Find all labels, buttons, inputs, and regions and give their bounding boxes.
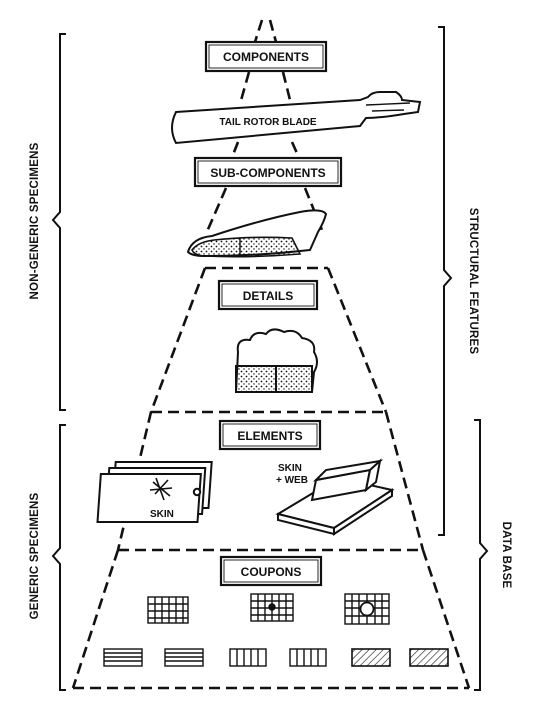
tail-rotor-blade-illustration: TAIL ROTOR BLADE — [171, 91, 422, 145]
level-elements: ELEMENTS — [218, 419, 322, 451]
skin-web-label-line2: + WEB — [276, 475, 308, 486]
generic-specimens-label: GENERIC SPECIMENS — [29, 493, 41, 620]
coupon-hatched-1 — [351, 648, 391, 667]
generic-brace — [51, 424, 66, 691]
level-elements-label: ELEMENTS — [237, 429, 302, 443]
skin-web-illustration: SKIN + WEB — [275, 458, 395, 536]
skin-panel-illustration: SKIN — [96, 461, 213, 523]
coupon-vertical-1 — [229, 648, 267, 667]
level-details-label: DETAILS — [243, 289, 293, 303]
coupon-grid-open-hole — [344, 593, 390, 625]
data-base-brace — [474, 419, 489, 691]
level-sub-components: SUB-COMPONENTS — [193, 156, 343, 188]
skin-label: SKIN — [150, 509, 174, 520]
coupon-horizontal-1 — [103, 648, 143, 667]
hole-icon — [192, 487, 202, 497]
level-details: DETAILS — [217, 279, 319, 311]
tail-rotor-blade-label: TAIL ROTOR BLADE — [219, 117, 317, 128]
airfoil-section-illustration — [186, 209, 328, 258]
detail-illustration — [234, 328, 318, 393]
non-generic-specimens-label: NON-GENERIC SPECIMENS — [29, 142, 41, 299]
skin-web-label-line1: SKIN — [278, 463, 302, 474]
non-generic-brace — [51, 33, 66, 411]
coupon-vertical-2 — [289, 648, 327, 667]
data-base-label: DATA BASE — [500, 522, 512, 589]
level-coupons-label: COUPONS — [241, 565, 302, 579]
coupon-grid-plain — [147, 596, 189, 624]
level-sub-components-label: SUB-COMPONENTS — [210, 166, 325, 180]
level-components: COMPONENTS — [204, 40, 328, 73]
structural-features-label: STRUCTURAL FEATURES — [467, 208, 479, 355]
coupon-horizontal-2 — [164, 648, 204, 667]
level-coupons: COUPONS — [219, 555, 323, 587]
coupon-hatched-2 — [409, 648, 449, 667]
structural-features-brace — [438, 26, 453, 536]
level-components-label: COMPONENTS — [223, 50, 309, 64]
cross-mark-icon — [149, 477, 173, 501]
coupon-grid-filled-hole — [250, 593, 294, 622]
